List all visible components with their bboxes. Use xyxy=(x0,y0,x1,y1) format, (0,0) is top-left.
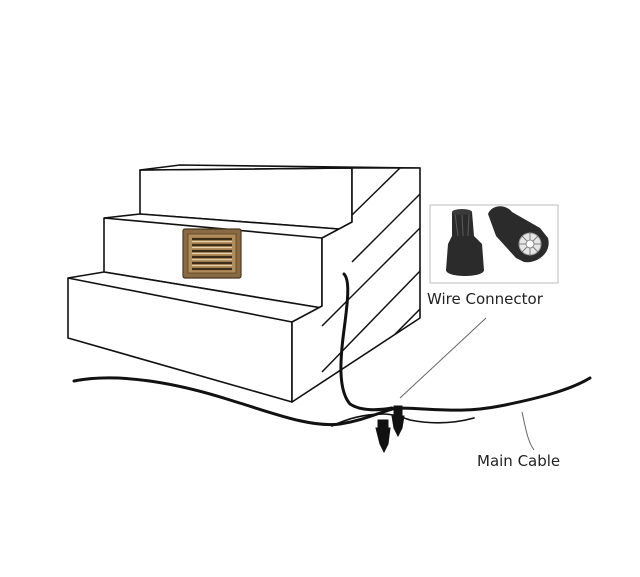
wire-nut-connector-icon xyxy=(375,405,405,454)
main-cable xyxy=(72,376,592,427)
connector-open-end-icon xyxy=(488,206,549,263)
step-light-fixture-icon xyxy=(182,228,242,279)
connector-side-icon xyxy=(446,209,484,276)
main-cable-leader xyxy=(521,411,535,451)
wire-connector-label: Wire Connector xyxy=(427,290,544,308)
wire-connector-leader xyxy=(399,317,487,399)
connector-inset xyxy=(429,204,559,284)
fixture-wire xyxy=(339,272,394,412)
main-cable-label: Main Cable xyxy=(477,452,560,470)
